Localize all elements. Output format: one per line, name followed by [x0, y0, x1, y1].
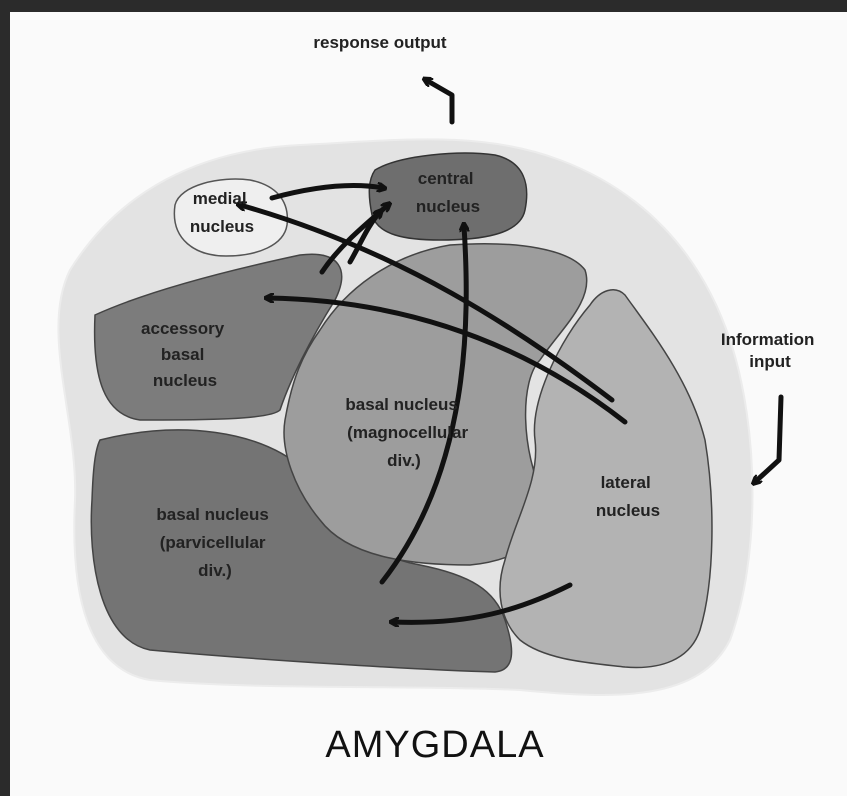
arrow-lateral-to-parvi [393, 582, 573, 622]
medial-nucleus-region [173, 178, 289, 257]
arrow-accessory-to-central-2 [347, 212, 380, 265]
accessory-basal-region [93, 253, 343, 421]
accessory-basal-label: accessory basal nucleus [141, 319, 229, 390]
information-input-label: Information input [721, 330, 819, 371]
arrow-response-output [426, 80, 455, 125]
arrow-parvi-to-central [379, 226, 466, 585]
basal-parvicellular-label: basal nucleus (parvicellular div.) [156, 505, 273, 580]
central-nucleus-label: central nucleus [416, 169, 480, 216]
central-nucleus-region [368, 152, 528, 241]
response-output-label: response output [313, 33, 447, 52]
lateral-nucleus-region [499, 289, 713, 669]
arrow-medial-to-central [269, 185, 383, 201]
arrow-lateral-to-accessory [268, 298, 628, 425]
arrow-information-input [755, 394, 784, 482]
lateral-nucleus-label: lateral nucleus [596, 473, 660, 520]
arrow-lateral-to-medial [240, 205, 615, 403]
basal-magnocellular-label: basal nucleus (magnocellular div.) [345, 395, 472, 470]
medial-nucleus-label: medial nucleus [190, 189, 254, 236]
diagram-title: AMYGDALA [325, 724, 544, 766]
